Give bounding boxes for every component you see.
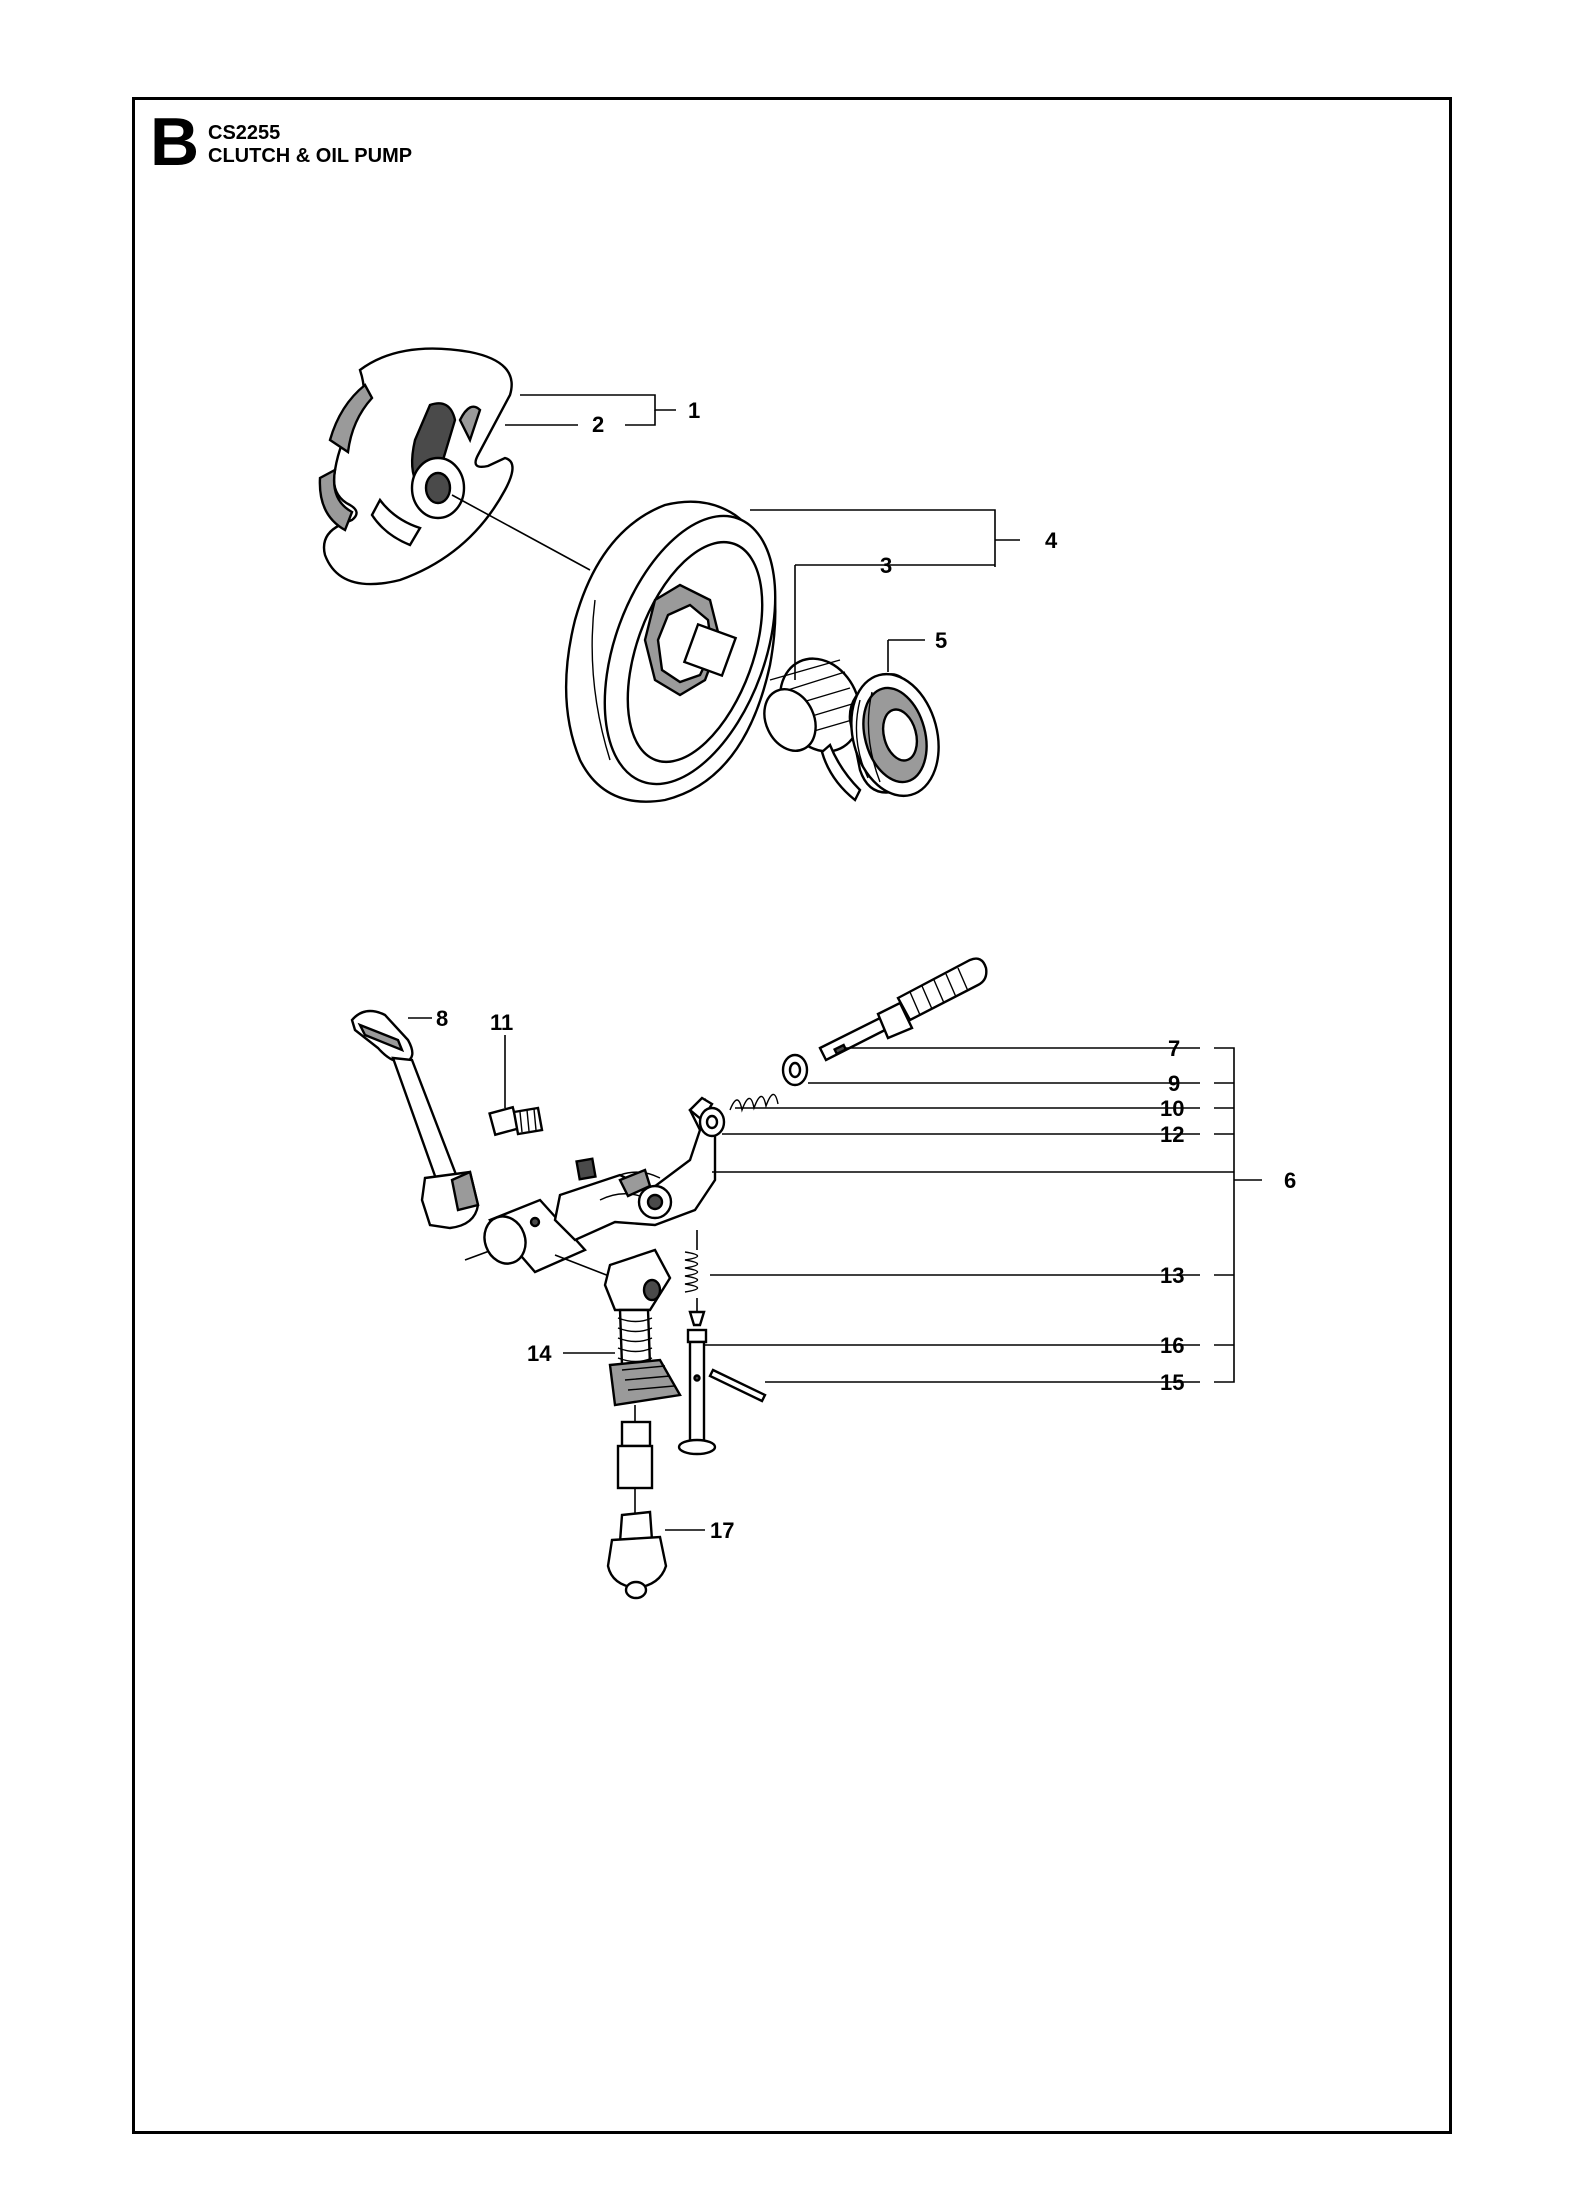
- needle-bearing: [763, 657, 862, 753]
- spring-13: [684, 1251, 706, 1327]
- pump-shaft: [464, 1198, 646, 1291]
- callout-11: 11: [490, 1010, 513, 1035]
- callout-1: 1: [688, 398, 700, 423]
- clutch-shoes: [318, 347, 514, 586]
- diagram-title: CLUTCH & OIL PUMP: [208, 145, 413, 167]
- washer-12: [698, 1106, 726, 1138]
- pump-end-cap: [606, 1510, 668, 1600]
- clutch-drum: [564, 500, 777, 803]
- model-number: CS2255: [208, 122, 281, 144]
- callout-15: 15: [1160, 1370, 1184, 1395]
- page-border: [132, 97, 1452, 2134]
- callout-6: 6: [1284, 1168, 1296, 1193]
- callout-13: 13: [1160, 1263, 1184, 1288]
- valve-rod: [677, 1230, 717, 1456]
- rim-sprocket: [820, 672, 940, 802]
- leader-line-4-top: [750, 509, 996, 567]
- callout-2: 2: [592, 412, 604, 437]
- adjust-screw: [488, 1035, 597, 1181]
- callout-7: 7: [1168, 1036, 1180, 1061]
- bracket-6-ticks: [1214, 1082, 1234, 1346]
- callout-16: 16: [1160, 1333, 1184, 1358]
- bracket-6: [1214, 1047, 1235, 1383]
- callout-4: 4: [1045, 528, 1058, 553]
- drive-shaft: [818, 957, 988, 1062]
- callout-3: 3: [880, 553, 892, 578]
- callout-10: 10: [1160, 1096, 1184, 1121]
- assembly-axis-line: [451, 494, 591, 571]
- section-letter: B: [150, 104, 200, 180]
- callout-5: 5: [935, 628, 947, 653]
- leader-line-1-bracket: [625, 410, 656, 426]
- pump-plunger: [616, 1405, 654, 1515]
- washer-9: [781, 1053, 809, 1087]
- pump-worm-gear: [603, 1248, 682, 1407]
- callout-14: 14: [527, 1341, 552, 1366]
- callout-8: 8: [436, 1006, 448, 1031]
- oil-adjust-lever: [350, 1009, 480, 1230]
- callout-17: 17: [710, 1518, 734, 1543]
- pin-15: [708, 1368, 767, 1403]
- callout-9: 9: [1168, 1071, 1180, 1096]
- callout-12: 12: [1160, 1122, 1184, 1147]
- leader-line-1: [520, 394, 676, 411]
